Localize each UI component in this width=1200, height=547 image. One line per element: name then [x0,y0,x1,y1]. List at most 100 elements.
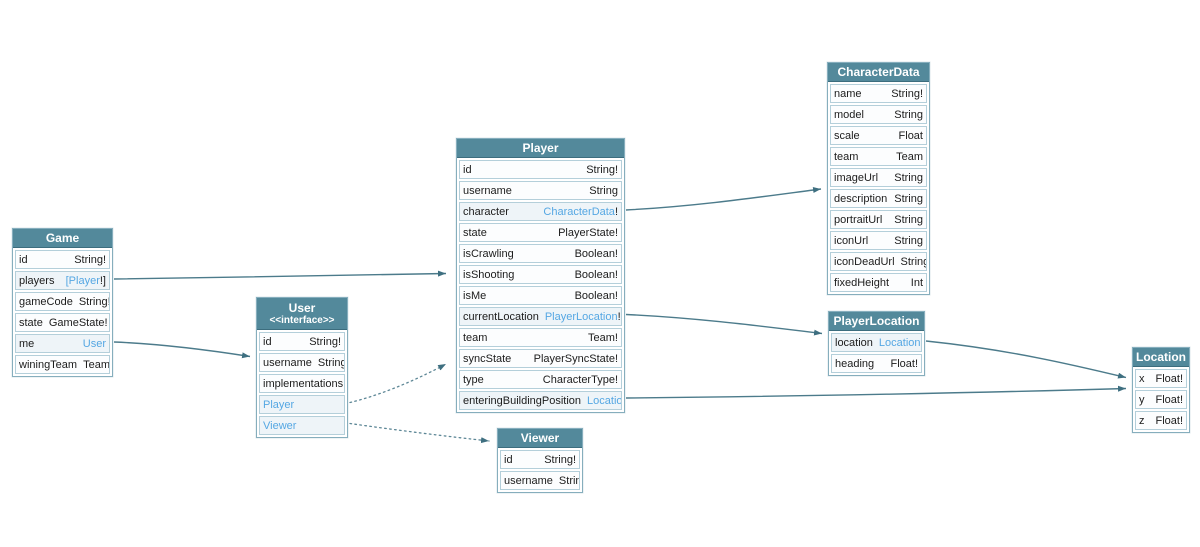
entity-header[interactable]: User<<interface>> [257,298,347,330]
entity-title: CharacterData [837,64,920,79]
field-name: team [463,331,488,344]
field-name: username [263,356,312,369]
field-type: Boolean! [575,248,618,260]
type-link[interactable]: CharacterData [543,205,615,218]
type-link[interactable]: [Player [65,274,100,287]
entity-stereotype: <<interface>> [269,314,335,326]
field-row[interactable]: players[Player!] [15,271,110,290]
field-name: portraitUrl [834,213,883,226]
type-link[interactable]: User [82,337,106,350]
entity-header[interactable]: CharacterData [828,63,929,82]
type-text: Team [896,150,923,163]
field-row[interactable]: winingTeam Team [15,355,110,374]
field-type: [Player!] [66,275,106,287]
field-name: state [19,316,43,329]
field-type: String! [586,164,618,176]
type-text: PlayerSyncState! [533,352,618,365]
field-row[interactable]: implementations [259,374,345,393]
field-type: Float! [1155,415,1183,427]
type-text: Boolean! [574,247,618,260]
field-type: Location [587,394,622,407]
field-row[interactable]: Player [259,395,345,414]
field-type: CharacterData! [543,206,618,218]
field-row[interactable]: Viewer [259,416,345,435]
field-name: syncState [463,352,512,365]
field-name: id [263,335,272,348]
entity-header[interactable]: Game [13,229,112,248]
field-type: Team [83,359,109,371]
entity-title: PlayerLocation [833,313,920,328]
field-row[interactable]: username String [259,353,345,372]
type-text: PlayerState! [558,226,618,239]
entity-title: Viewer [520,430,560,445]
type-text: Boolean! [574,268,618,281]
entity-header[interactable]: Location [1133,348,1189,367]
implementation-link[interactable]: Player [263,398,295,411]
field-name: type [463,373,484,386]
field-name: winingTeam [19,358,78,371]
type-link[interactable]: Location [587,394,622,407]
field-type: String [894,109,923,121]
field-type: Team! [588,332,618,344]
edge-player-enteringbuildingposition [625,385,1127,399]
type-link[interactable]: PlayerLocation [544,310,618,323]
field-type: Team [896,151,923,163]
edge-game-players [113,270,447,280]
type-text: ! [921,337,922,349]
field-row[interactable]: syncState PlayerSyncState! [459,349,622,368]
field-name: id [19,253,28,266]
entity-header[interactable]: Viewer [498,429,582,448]
field-row[interactable]: team Team! [459,328,622,347]
field-row[interactable]: enteringBuildingPositionLocation [459,391,622,410]
type-text: !] [99,274,106,287]
field-type: Boolean! [575,290,618,302]
type-text: String [589,184,618,197]
edge-group [113,187,1127,444]
type-text: String [894,192,923,205]
type-text: String [317,356,345,369]
field-name: id [504,453,513,466]
field-type: String [317,356,345,369]
entity-header[interactable]: PlayerLocation [829,312,924,331]
implementation-link[interactable]: Viewer [263,419,297,432]
type-text: Float! [890,357,918,370]
entity-header[interactable]: Player [457,139,624,158]
field-name: y [1139,393,1145,406]
type-link[interactable]: Location [878,336,921,349]
